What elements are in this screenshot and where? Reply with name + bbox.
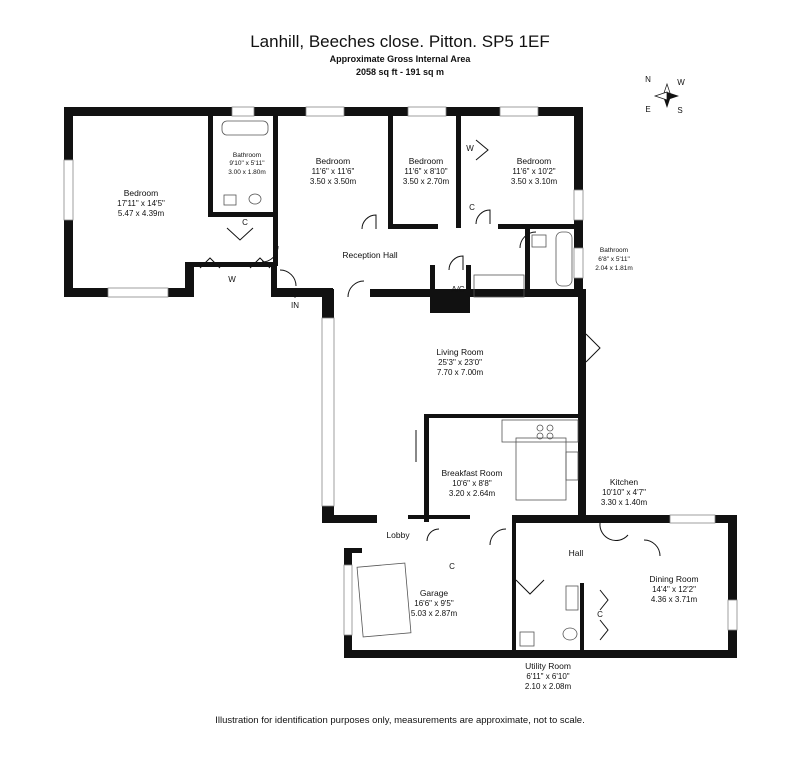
room-imperial: 11'6" x 11'6" — [312, 167, 355, 176]
room-metric: 3.50 x 3.10m — [511, 177, 558, 186]
wardrobe-marker: W — [228, 275, 236, 284]
room-imperial: 10'6" x 8'8" — [452, 479, 492, 488]
room-bedroom-3: Bedroom 11'6" x 8'10" 3.50 x 2.70m — [403, 156, 450, 186]
room-name: Garage — [420, 588, 449, 598]
compass-icon: N W E S — [645, 75, 685, 115]
room-imperial: 25'3" x 23'0" — [438, 358, 482, 367]
room-imperial: 9'10" x 5'11" — [229, 160, 265, 167]
room-bathroom-north: Bathroom 9'10" x 5'11" 3.00 x 1.80m — [228, 152, 266, 176]
room-metric: 2.10 x 2.08m — [525, 682, 572, 691]
compass-n: N — [645, 75, 651, 84]
doors — [199, 139, 661, 641]
room-metric: 5.03 x 2.87m — [411, 609, 458, 618]
room-imperial: 17'11" x 14'5" — [117, 199, 165, 208]
room-metric: 3.50 x 3.50m — [310, 177, 357, 186]
room-hall: Hall — [569, 548, 584, 558]
compass-s: S — [677, 106, 682, 115]
entrance-arrow-icon — [291, 293, 299, 298]
room-name: Hall — [569, 548, 584, 558]
room-metric: 7.70 x 7.00m — [437, 368, 484, 377]
cupboard-marker: C — [597, 610, 603, 619]
walls — [64, 107, 737, 658]
room-metric: 2.04 x 1.81m — [595, 265, 633, 272]
room-living: Living Room 25'3" x 23'0" 7.70 x 7.00m — [436, 347, 483, 377]
compass-w: W — [677, 78, 685, 87]
room-imperial: 16'6" x 9'5" — [414, 599, 454, 608]
room-imperial: 6'8" x 5'11" — [598, 256, 630, 263]
room-name: Breakfast Room — [442, 468, 503, 478]
wardrobe-marker: W — [466, 144, 474, 153]
room-imperial: 6'11" x 6'10" — [526, 672, 569, 681]
cupboard-marker: C — [449, 562, 455, 571]
room-name: Living Room — [436, 347, 483, 357]
room-metric: 3.30 x 1.40m — [601, 498, 648, 507]
room-name: Bedroom — [316, 156, 351, 166]
room-imperial: 11'6" x 8'10" — [404, 167, 447, 176]
room-breakfast: Breakfast Room 10'6" x 8'8" 3.20 x 2.64m — [442, 468, 503, 498]
room-bedroom-4: Bedroom 11'6" x 10'2" 3.50 x 3.10m — [511, 156, 558, 186]
room-name: Bedroom — [517, 156, 552, 166]
room-dining: Dining Room 14'4" x 12'2" 4.36 x 3.71m — [649, 574, 698, 604]
room-bathroom-east: Bathroom 6'8" x 5'11" 2.04 x 1.81m — [595, 247, 633, 272]
room-lobby: Lobby — [386, 530, 410, 540]
room-utility: Utility Room 6'11" x 6'10" 2.10 x 2.08m — [525, 661, 572, 691]
room-name: Utility Room — [525, 661, 571, 671]
room-kitchen: Kitchen 10'10" x 4'7" 3.30 x 1.40m — [601, 477, 648, 507]
room-name: Lobby — [386, 530, 410, 540]
room-bedroom-main: Bedroom 17'11" x 14'5" 5.47 x 4.39m — [117, 188, 165, 218]
room-name: Kitchen — [610, 477, 639, 487]
room-imperial: 14'4" x 12'2" — [652, 585, 696, 594]
room-imperial: 10'10" x 4'7" — [602, 488, 646, 497]
room-name: Bathroom — [233, 152, 261, 159]
room-name: Dining Room — [649, 574, 698, 584]
plan-title: Lanhill, Beeches close. Pitton. SP5 1EF — [250, 32, 550, 51]
room-name: Reception Hall — [342, 250, 397, 260]
compass-e: E — [645, 105, 650, 114]
room-name: Bedroom — [409, 156, 444, 166]
room-metric: 3.50 x 2.70m — [403, 177, 450, 186]
windows — [63, 106, 738, 636]
disclaimer: Illustration for identification purposes… — [215, 715, 585, 726]
airing-cupboard-marker: A/C — [451, 285, 465, 294]
markers: W W C C C C A/C IN — [228, 144, 603, 619]
room-bedroom-2: Bedroom 11'6" x 11'6" 3.50 x 3.50m — [310, 156, 357, 186]
plan-area: 2058 sq ft - 191 sq m — [355, 67, 445, 77]
room-name: Bedroom — [124, 188, 159, 198]
cupboard-marker: C — [242, 218, 248, 227]
room-metric: 3.00 x 1.80m — [228, 169, 266, 176]
room-imperial: 11'6" x 10'2" — [512, 167, 555, 176]
room-garage: Garage 16'6" x 9'5" 5.03 x 2.87m — [411, 588, 458, 618]
plan-subtitle: Approximate Gross Internal Area — [329, 54, 471, 64]
cupboard-marker: C — [469, 203, 475, 212]
entrance-marker: IN — [291, 301, 299, 310]
fixtures — [221, 120, 579, 647]
room-reception-hall: Reception Hall — [342, 250, 397, 260]
room-metric: 3.20 x 2.64m — [449, 489, 496, 498]
room-metric: 5.47 x 4.39m — [118, 209, 165, 218]
room-name: Bathroom — [600, 247, 628, 254]
room-metric: 4.36 x 3.71m — [651, 595, 698, 604]
